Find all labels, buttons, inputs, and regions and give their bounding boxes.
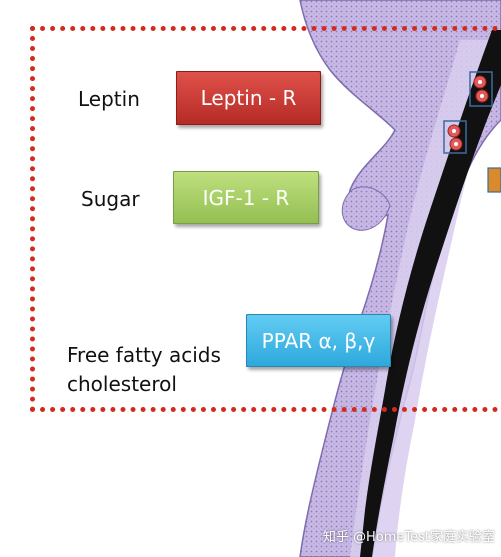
tan-cell-block <box>487 167 501 193</box>
igf-receptor-bg <box>173 171 319 224</box>
red-cell-icon <box>443 120 467 154</box>
leptin-receptor-bg <box>176 71 321 125</box>
sebaceous-gland <box>341 186 391 231</box>
leptin-receptor-box: Leptin - R <box>176 71 321 125</box>
watermark: 知乎 @HomeTest家庭实验室 <box>322 530 495 545</box>
cholesterol-label: cholesterol <box>67 372 177 396</box>
red-cell-icon <box>469 71 493 107</box>
ppar-receptor-bg <box>246 314 391 367</box>
leptin-label: Leptin <box>78 87 140 111</box>
hair-shaft <box>360 30 501 557</box>
fatty-acids-label: Free fatty acids <box>67 343 221 367</box>
igf1-receptor-box: IGF-1 - R <box>173 171 319 224</box>
sugar-label: Sugar <box>81 187 140 211</box>
ppar-receptor-box: PPAR α, β,γ <box>246 314 391 367</box>
